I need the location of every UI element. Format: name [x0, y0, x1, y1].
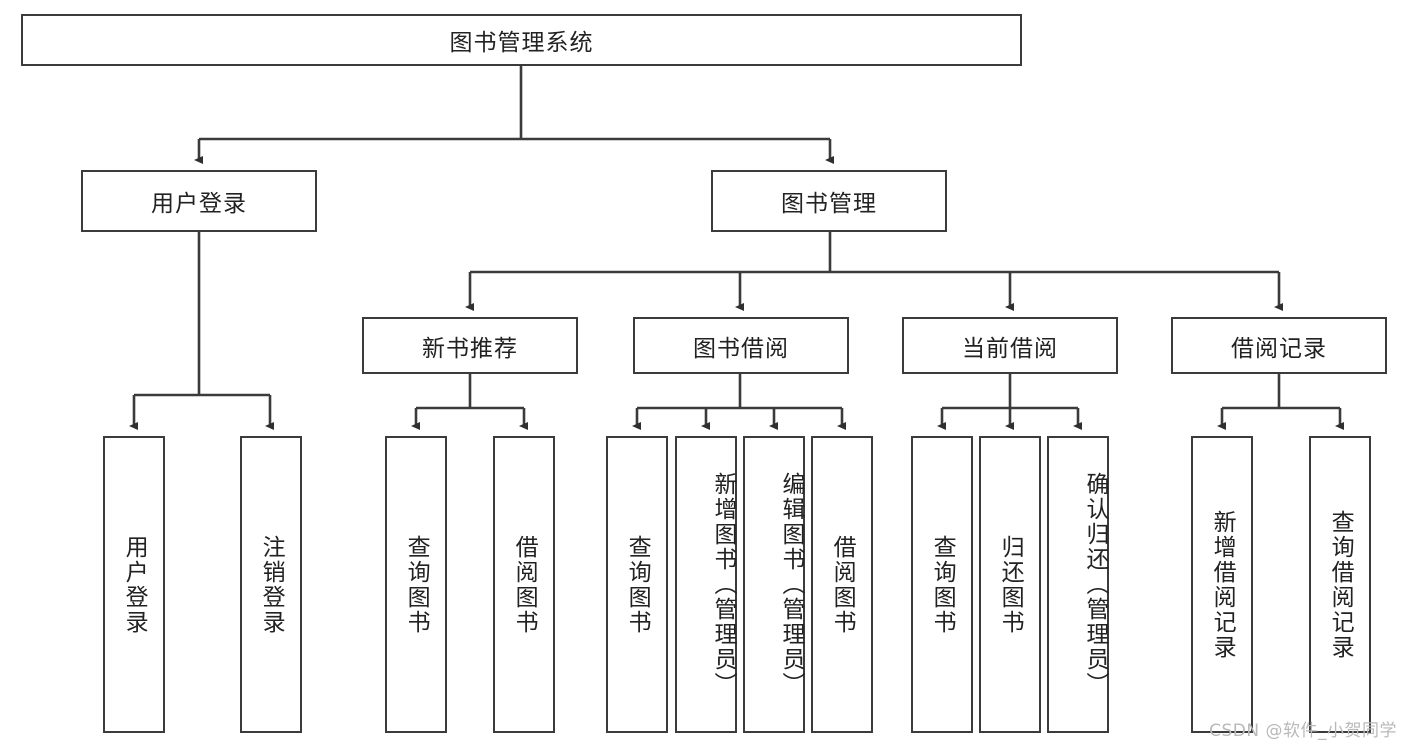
node-current-borrow-label: 当前借阅: [962, 335, 1058, 362]
watermark-text: CSDN @软件_小贺同学: [1209, 721, 1397, 741]
node-leaf-edit-book[interactable]: 编辑图书（管理员）: [743, 436, 805, 733]
node-leaf-user-login[interactable]: 用户登录: [103, 436, 165, 733]
node-leaf-add-record-label: 新增借阅记录: [1209, 509, 1236, 660]
node-leaf-borrow-book-1-label: 借阅图书: [511, 534, 538, 635]
node-new-book-recommend[interactable]: 新书推荐: [362, 317, 578, 374]
node-leaf-query-book-1[interactable]: 查询图书: [385, 436, 447, 733]
node-leaf-query-book-1-label: 查询图书: [403, 534, 430, 635]
node-leaf-query-record[interactable]: 查询借阅记录: [1309, 436, 1371, 733]
node-leaf-edit-book-label: 编辑图书（管理员）: [778, 472, 804, 697]
node-leaf-confirm-return[interactable]: 确认归还（管理员）: [1047, 436, 1109, 733]
node-leaf-borrow-book-1[interactable]: 借阅图书: [493, 436, 555, 733]
node-user-login-label: 用户登录: [151, 191, 247, 217]
node-root[interactable]: 图书管理系统: [21, 14, 1022, 66]
node-root-label: 图书管理系统: [449, 30, 594, 56]
node-leaf-query-book-2-label: 查询图书: [624, 534, 651, 635]
node-leaf-borrow-book-2[interactable]: 借阅图书: [811, 436, 873, 733]
node-book-management[interactable]: 图书管理: [711, 170, 947, 232]
node-leaf-borrow-book-2-label: 借阅图书: [829, 534, 856, 635]
node-borrow-record[interactable]: 借阅记录: [1171, 317, 1387, 374]
node-leaf-return-book[interactable]: 归还图书: [979, 436, 1041, 733]
node-current-borrow[interactable]: 当前借阅: [902, 317, 1118, 374]
node-leaf-query-book-2[interactable]: 查询图书: [606, 436, 668, 733]
node-user-login[interactable]: 用户登录: [81, 170, 317, 232]
node-book-borrow[interactable]: 图书借阅: [633, 317, 849, 374]
node-new-book-recommend-label: 新书推荐: [422, 335, 518, 362]
node-leaf-query-book-3[interactable]: 查询图书: [911, 436, 973, 733]
node-leaf-return-book-label: 归还图书: [997, 534, 1024, 635]
node-leaf-add-book[interactable]: 新增图书（管理员）: [675, 436, 737, 733]
node-leaf-add-book-label: 新增图书（管理员）: [710, 472, 736, 697]
node-leaf-query-book-3-label: 查询图书: [929, 534, 956, 635]
node-leaf-confirm-return-label: 确认归还（管理员）: [1082, 472, 1108, 697]
node-borrow-record-label: 借阅记录: [1231, 335, 1327, 362]
node-leaf-user-login-label: 用户登录: [121, 534, 148, 635]
node-leaf-query-record-label: 查询借阅记录: [1327, 509, 1354, 660]
node-book-borrow-label: 图书借阅: [693, 335, 789, 362]
node-leaf-add-record[interactable]: 新增借阅记录: [1191, 436, 1253, 733]
node-leaf-logout-label: 注销登录: [258, 534, 285, 635]
node-book-management-label: 图书管理: [781, 191, 877, 217]
node-leaf-logout[interactable]: 注销登录: [240, 436, 302, 733]
